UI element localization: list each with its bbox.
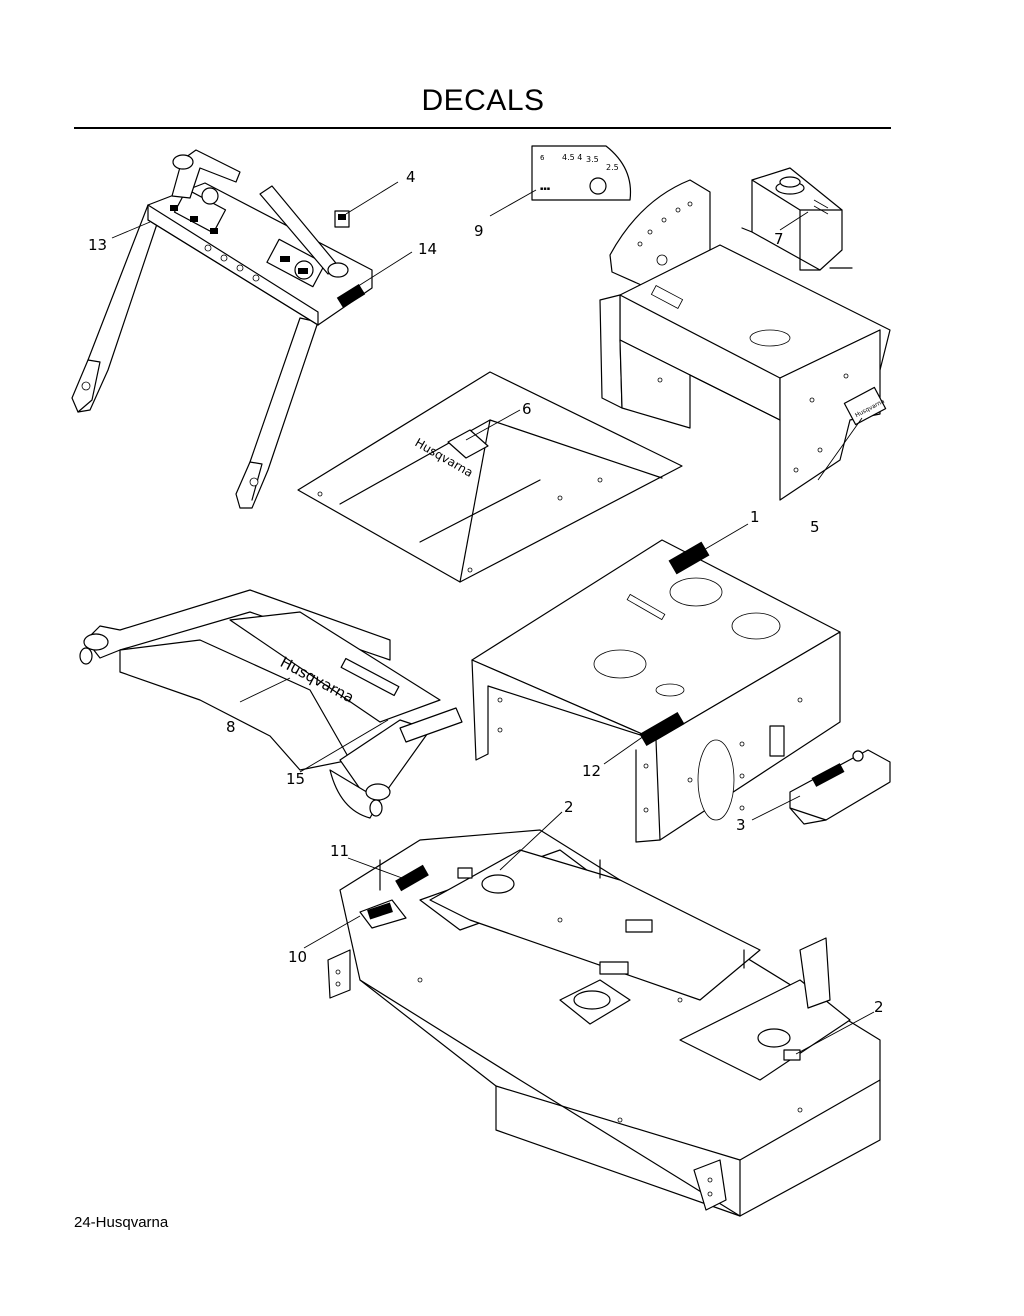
callout-9: 9 — [474, 222, 484, 240]
page-title: DECALS — [421, 84, 545, 117]
svg-text:▪▪▪: ▪▪▪ — [540, 186, 550, 192]
bracket-decal-3 — [789, 749, 891, 825]
callout-3: 3 — [736, 816, 746, 834]
callout-7: 7 — [774, 230, 784, 248]
callout-13: 13 — [88, 236, 107, 254]
callout-2-right: 2 — [874, 998, 884, 1016]
svg-text:6: 6 — [540, 154, 545, 162]
decal-9-speed-decal: 6 4.5 4 3.5 2.5 ▪▪▪ — [531, 145, 632, 201]
callout-1: 1 — [750, 508, 760, 526]
svg-text:2.5: 2.5 — [606, 163, 619, 172]
callout-4: 4 — [406, 168, 416, 186]
callout-6: 6 — [522, 400, 532, 418]
control-tower-assembly: Husqvarna — [599, 179, 891, 501]
page-footer: 24-Husqvarna — [74, 1214, 169, 1231]
svg-text:3.5: 3.5 — [586, 155, 599, 164]
front-frame-rails: Husqvarna — [79, 589, 463, 819]
callout-2-top: 2 — [564, 798, 574, 816]
main-frame-body — [471, 539, 841, 843]
mower-deck — [327, 829, 881, 1217]
callout-8: 8 — [226, 718, 236, 736]
decal-4 — [334, 210, 350, 228]
leader-lines — [111, 181, 875, 1055]
callout-12: 12 — [582, 762, 601, 780]
callout-15: 15 — [286, 770, 305, 788]
callout-numbers: 1 2 2 3 4 5 6 7 8 9 10 11 12 13 14 15 — [88, 168, 884, 1016]
floor-pan: Husqvarna — [297, 371, 683, 583]
title-rule — [74, 127, 891, 129]
handle-control-panel-assembly — [71, 149, 373, 509]
callout-5: 5 — [810, 518, 820, 536]
callout-14: 14 — [418, 240, 437, 258]
callout-10: 10 — [288, 948, 307, 966]
svg-text:4.5 4: 4.5 4 — [562, 153, 582, 162]
callout-11: 11 — [330, 842, 349, 860]
